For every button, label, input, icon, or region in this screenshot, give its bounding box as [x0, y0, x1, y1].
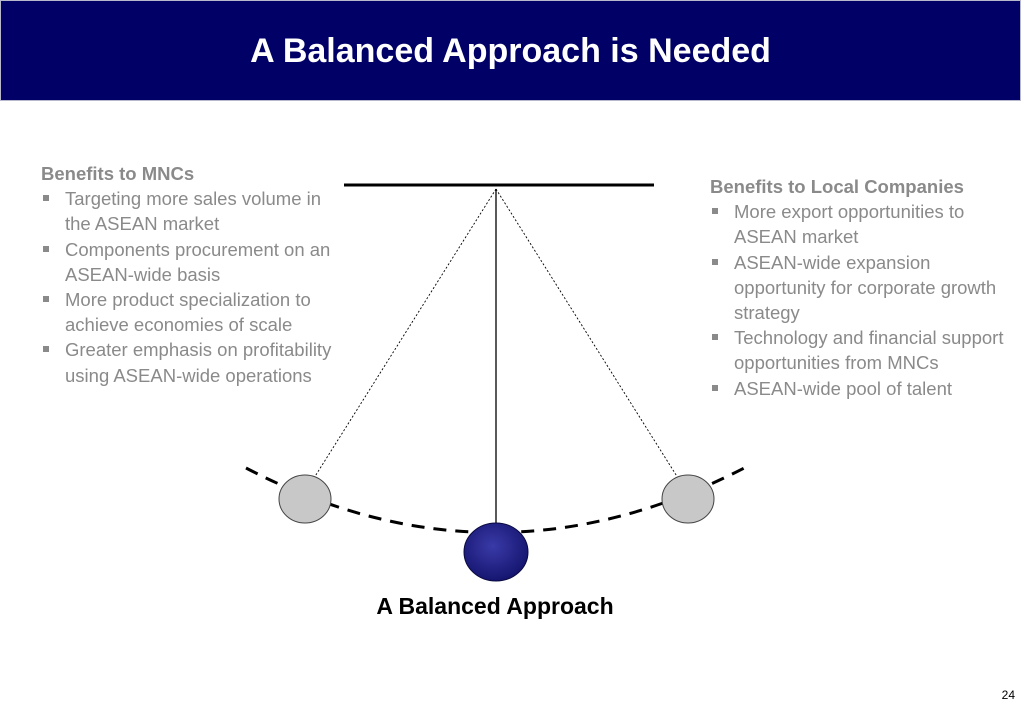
- square-bullet-icon: [43, 245, 49, 252]
- local-company-benefits-list: More export opportunities to ASEAN marke…: [710, 199, 1010, 401]
- list-item: Components procurement on an ASEAN-wide …: [41, 237, 341, 287]
- list-item-text: Technology and financial support opportu…: [734, 327, 1004, 374]
- square-bullet-icon: [712, 258, 718, 265]
- square-bullet-icon: [43, 346, 49, 353]
- list-item-text: More export opportunities to ASEAN marke…: [734, 201, 965, 248]
- right-swing-string: [495, 188, 696, 506]
- list-item-text: Components procurement on an ASEAN-wide …: [65, 238, 331, 285]
- mnc-benefits-panel: Benefits to MNCs Targeting more sales vo…: [41, 161, 341, 388]
- list-item-text: Targeting more sales volume in the ASEAN…: [65, 188, 322, 235]
- local-company-benefits-heading: Benefits to Local Companies: [710, 176, 964, 197]
- list-item-text: ASEAN-wide expansion opportunity for cor…: [734, 251, 997, 324]
- square-bullet-icon: [712, 384, 718, 391]
- local-company-benefits-panel: Benefits to Local Companies More export …: [710, 174, 1010, 401]
- square-bullet-icon: [712, 208, 718, 215]
- diagram-caption: A Balanced Approach: [376, 593, 614, 619]
- center-pendulum-bob: [463, 522, 529, 582]
- list-item-text: More product specialization to achieve e…: [65, 289, 311, 336]
- square-bullet-icon: [43, 195, 49, 202]
- right-pendulum-bob: [661, 474, 715, 524]
- left-pendulum-bob: [278, 474, 332, 524]
- list-item-text: Greater emphasis on profitability using …: [65, 339, 332, 386]
- title-bar: A Balanced Approach is Needed: [0, 0, 1021, 101]
- list-item: ASEAN-wide expansion opportunity for cor…: [710, 250, 1010, 326]
- list-item: More product specialization to achieve e…: [41, 287, 341, 337]
- list-item-text: ASEAN-wide pool of talent: [734, 377, 953, 399]
- square-bullet-icon: [43, 296, 49, 303]
- page-title: A Balanced Approach is Needed: [250, 32, 771, 70]
- list-item: Greater emphasis on profitability using …: [41, 337, 341, 387]
- list-item: Targeting more sales volume in the ASEAN…: [41, 186, 341, 236]
- list-item: More export opportunities to ASEAN marke…: [710, 199, 1010, 249]
- mnc-benefits-heading: Benefits to MNCs: [41, 163, 195, 184]
- mnc-benefits-list: Targeting more sales volume in the ASEAN…: [41, 186, 341, 388]
- list-item: Technology and financial support opportu…: [710, 325, 1010, 375]
- square-bullet-icon: [712, 334, 718, 341]
- page-number: 24: [1001, 688, 1015, 702]
- left-swing-string: [296, 188, 497, 506]
- list-item: ASEAN-wide pool of talent: [710, 376, 1010, 401]
